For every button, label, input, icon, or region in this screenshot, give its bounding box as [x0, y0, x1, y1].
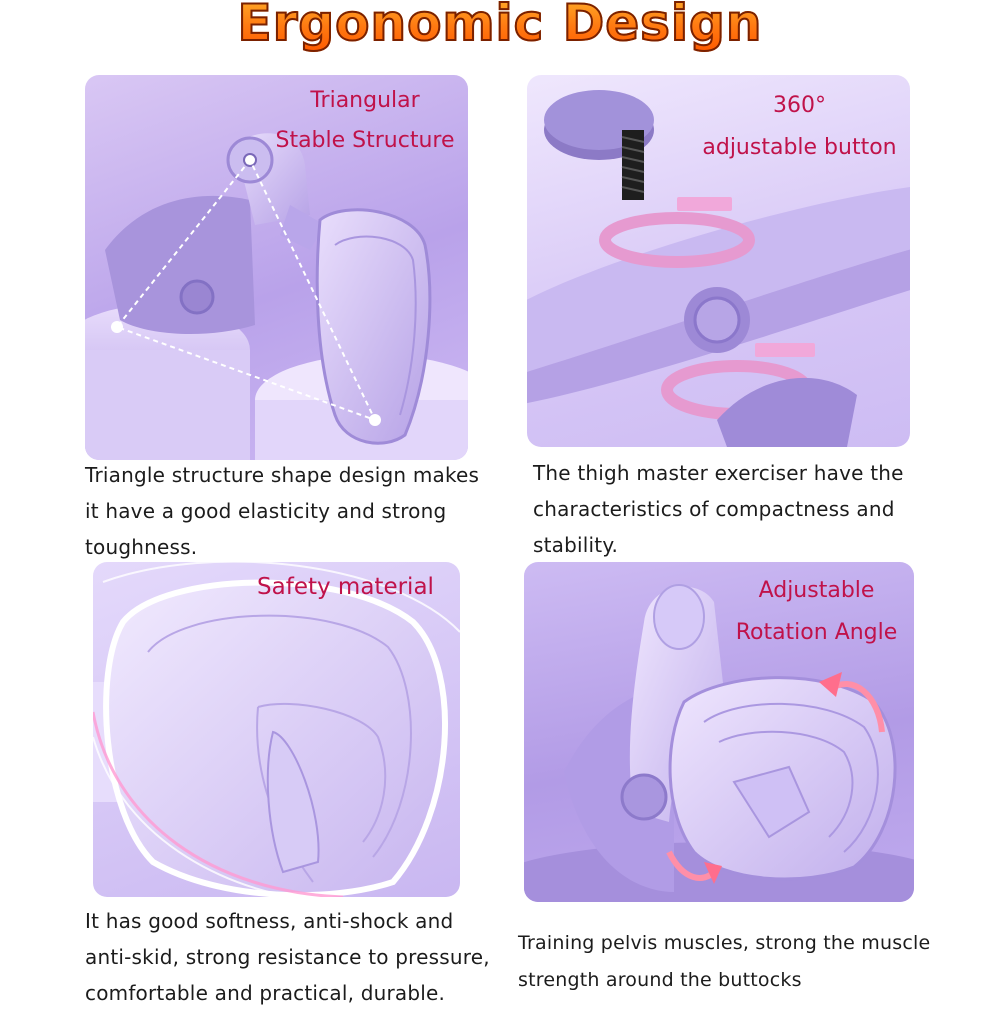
panel-label-line: Safety material	[257, 574, 434, 600]
panel-adjustable-button: 360° adjustable button	[527, 75, 910, 447]
panel-label: Triangular Stable Structure	[265, 81, 465, 161]
page-title: Ergonomic Design	[0, 0, 1000, 53]
caption-safety-material: It has good softness, anti-shock and ant…	[85, 903, 515, 1011]
caption-line: It has good softness, anti-shock and	[85, 909, 454, 933]
caption-line: toughness.	[85, 535, 198, 559]
caption-adjustable-button: The thigh master exerciser have the char…	[533, 455, 953, 563]
panel-label-line: Stable Structure	[275, 128, 455, 153]
panel-rotation-angle: Adjustable Rotation Angle	[524, 562, 914, 902]
caption-line: stability.	[533, 533, 619, 557]
caption-line: anti-skid, strong resistance to pressure…	[85, 945, 490, 969]
pad-closeup-illustration	[93, 562, 460, 897]
panel-label-line: adjustable button	[702, 135, 897, 160]
panel-label: Safety material	[233, 567, 458, 607]
panel-triangular-structure: Triangular Stable Structure	[85, 75, 468, 460]
caption-line: Triangle structure shape design makes	[85, 463, 480, 487]
caption-line: it have a good elasticity and strong	[85, 499, 447, 523]
knob-exploded-illustration	[527, 90, 910, 447]
panel-label: 360° adjustable button	[692, 85, 907, 169]
panel-label-line: Rotation Angle	[735, 620, 898, 645]
panel-label-line: Triangular	[310, 88, 420, 113]
caption-line: strength around the buttocks	[518, 969, 802, 991]
thigh-exerciser-illustration	[85, 133, 468, 460]
caption-line: characteristics of compactness and	[533, 497, 895, 521]
caption-line: comfortable and practical, durable.	[85, 981, 446, 1005]
rotation-illustration	[524, 584, 914, 902]
caption-rotation-angle: Training pelvis muscles, strong the musc…	[518, 925, 988, 999]
caption-line: Training pelvis muscles, strong the musc…	[518, 932, 931, 954]
panel-label: Adjustable Rotation Angle	[719, 570, 914, 654]
caption-line: The thigh master exerciser have the	[533, 461, 904, 485]
panel-label-line: Adjustable	[758, 578, 875, 603]
panel-label-line: 360°	[773, 93, 826, 118]
caption-triangular-structure: Triangle structure shape design makes it…	[85, 457, 515, 565]
panel-safety-material: Safety material	[93, 562, 460, 897]
